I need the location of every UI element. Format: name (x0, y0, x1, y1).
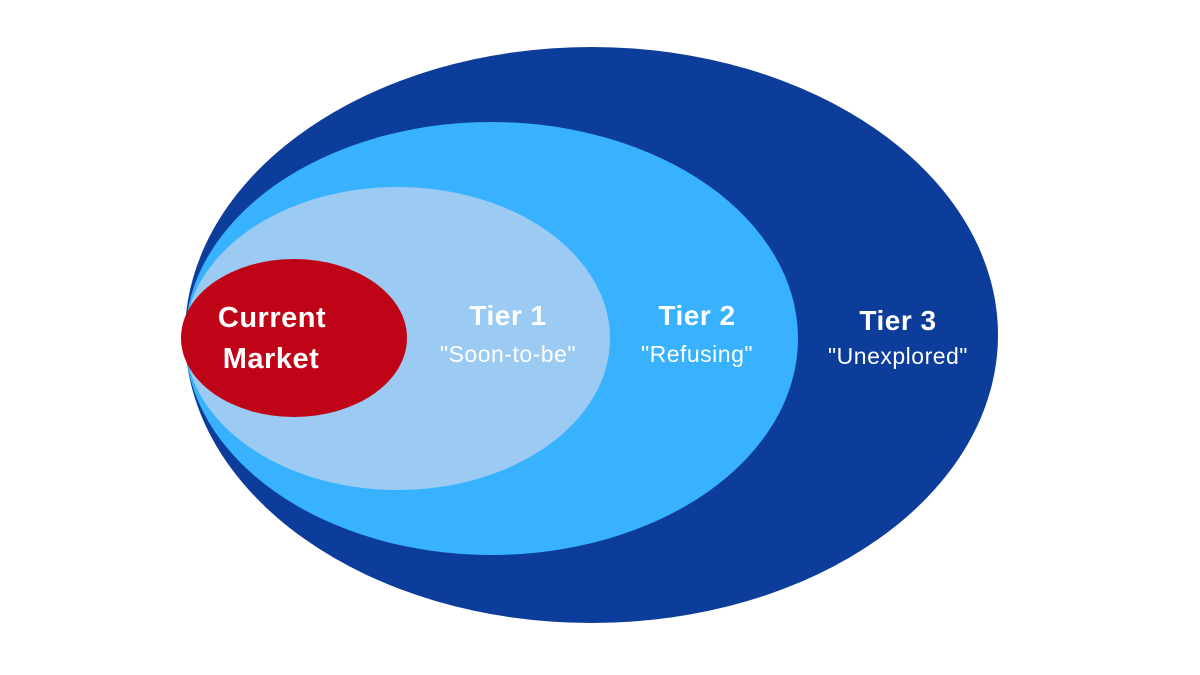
tier-3-sublabel: "Unexplored" (828, 343, 968, 369)
current-market-label-line2: Market (223, 343, 320, 375)
tier-2-sublabel: "Refusing" (641, 341, 753, 367)
tier-1-label: Tier 1 (469, 300, 546, 331)
current-market-label-line1: Current (218, 302, 326, 334)
tier-1-sublabel: "Soon-to-be" (440, 341, 576, 367)
tier-2-label: Tier 2 (658, 300, 735, 331)
current-market-ellipse (181, 259, 407, 417)
tier-3-label: Tier 3 (859, 305, 936, 336)
